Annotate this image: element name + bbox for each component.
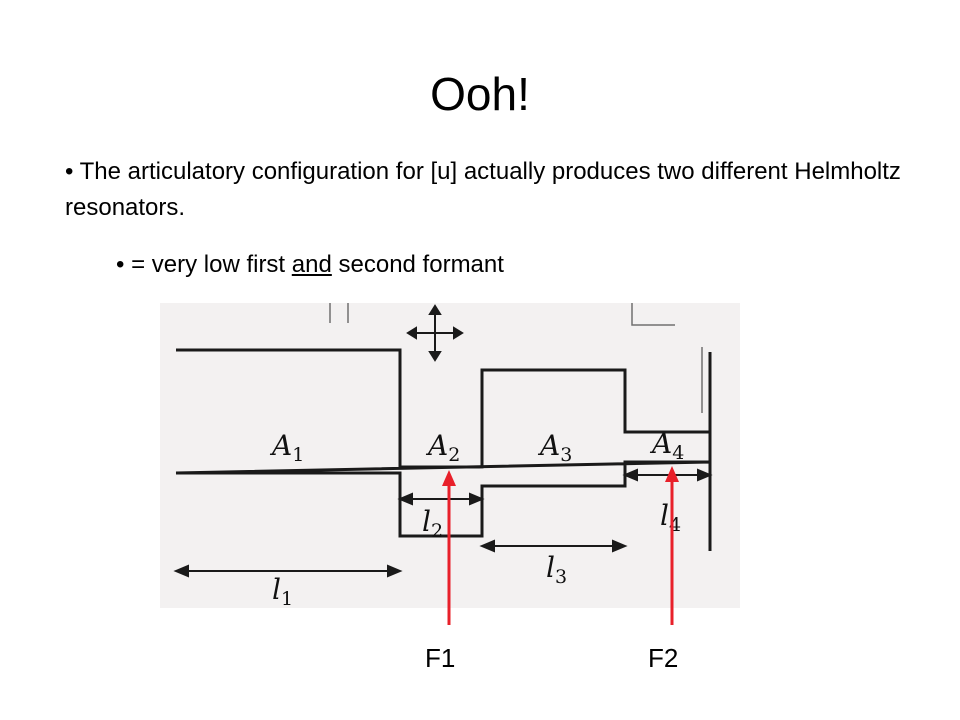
label-A1-letter: A [272,429,293,462]
label-l4: l4 [660,501,681,540]
label-A1-sub: 1 [292,444,305,466]
label-l2: l2 [422,507,443,546]
bullet-formants: • = very low first and second formant [116,250,504,280]
label-A4: A4 [652,429,684,468]
tube-model-svg [173,303,713,578]
dimension-l1-arrow [173,564,403,578]
label-l2-letter: l [422,505,431,538]
label-A3-letter: A [540,429,561,462]
label-A2-sub: 2 [448,444,461,466]
label-l1-sub: 1 [280,588,294,610]
label-l4-sub: 4 [668,514,682,536]
label-l1: l1 [272,575,293,614]
label-A4-letter: A [652,427,673,460]
dimension-l3-arrow [479,539,628,553]
label-l2-sub: 2 [430,520,444,542]
label-A3: A3 [540,431,572,470]
bullet-helmholtz: • The articulatory configuration for [u]… [65,158,901,221]
label-F1: F1 [425,643,456,673]
label-l3: l3 [546,553,567,592]
label-F2: F2 [648,643,679,673]
label-A1: A1 [272,431,304,470]
vocal-tract-diagram: A1 A2 A3 A4 l1 l2 l3 l4 [160,303,740,610]
bullet-formants-underlined: and [291,251,332,278]
label-A2-letter: A [428,429,449,462]
move-cross-icon [406,304,464,362]
bullet-formants-suffix: second formant [331,251,504,278]
label-l4-letter: l [660,499,669,532]
label-A4-sub: 4 [672,442,685,464]
bullet-formants-prefix: • = very low first [116,251,292,278]
label-l3-letter: l [546,551,555,584]
label-A3-sub: 3 [560,444,573,466]
dimension-l4-arrow [622,468,713,482]
tube-outline [175,348,712,551]
label-l1-letter: l [272,573,281,606]
top-bracket-strokes [329,303,703,413]
dimension-l2-arrow [397,492,485,506]
label-l3-sub: 3 [554,566,568,588]
label-A2: A2 [428,431,460,470]
slide-title: Ooh! [430,68,530,120]
